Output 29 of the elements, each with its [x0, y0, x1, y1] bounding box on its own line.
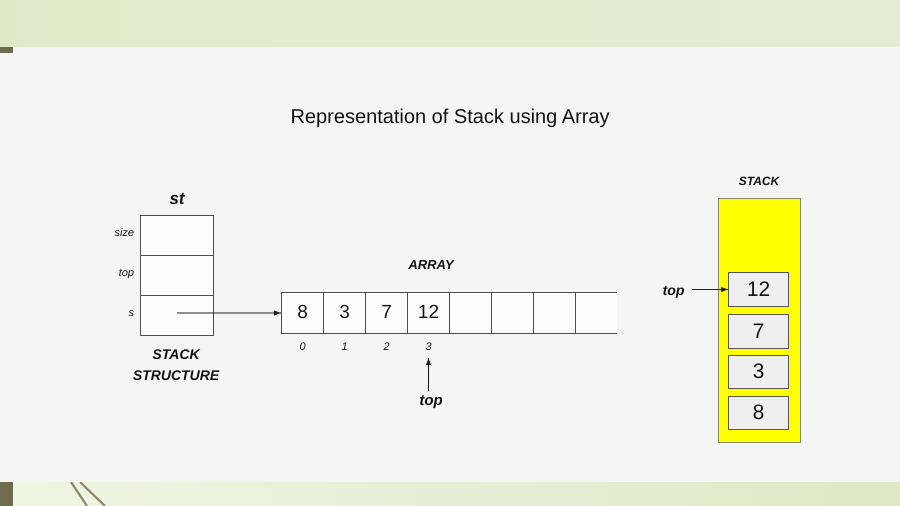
stack-title: STACK	[738, 173, 781, 190]
stack-item: 8	[728, 396, 789, 430]
slot-value: 8	[296, 301, 309, 325]
struct-name: st	[168, 188, 186, 210]
index-number: 1	[340, 340, 349, 355]
struct-label: STACK STRUCTURE	[132, 345, 220, 385]
slot-value: 3	[338, 301, 351, 325]
index-number: 2	[382, 340, 391, 355]
array-title: ARRAY	[407, 256, 456, 274]
array-slot	[575, 292, 617, 334]
pointer-arrow	[177, 310, 281, 316]
array-slot	[449, 292, 492, 334]
stack-item: 3	[728, 355, 789, 389]
stack-item: 7	[728, 314, 789, 349]
pointer-label: top	[409, 391, 453, 411]
pointer-arrow	[692, 286, 728, 292]
array-slot	[491, 292, 534, 334]
field-name: s	[128, 306, 134, 321]
slide-title: Representation of Stack using Array	[289, 105, 611, 130]
array-slot	[533, 292, 576, 334]
pointer-arrow	[426, 358, 432, 391]
index-number: 0	[298, 340, 307, 355]
field-name: size	[113, 226, 134, 241]
index-number: 3	[424, 340, 433, 355]
pointer-label: top	[655, 280, 692, 300]
slot-value: 12	[416, 301, 440, 325]
stack-item: 12	[728, 272, 789, 307]
field-name: top	[118, 266, 134, 281]
slot-value: 7	[380, 301, 393, 325]
